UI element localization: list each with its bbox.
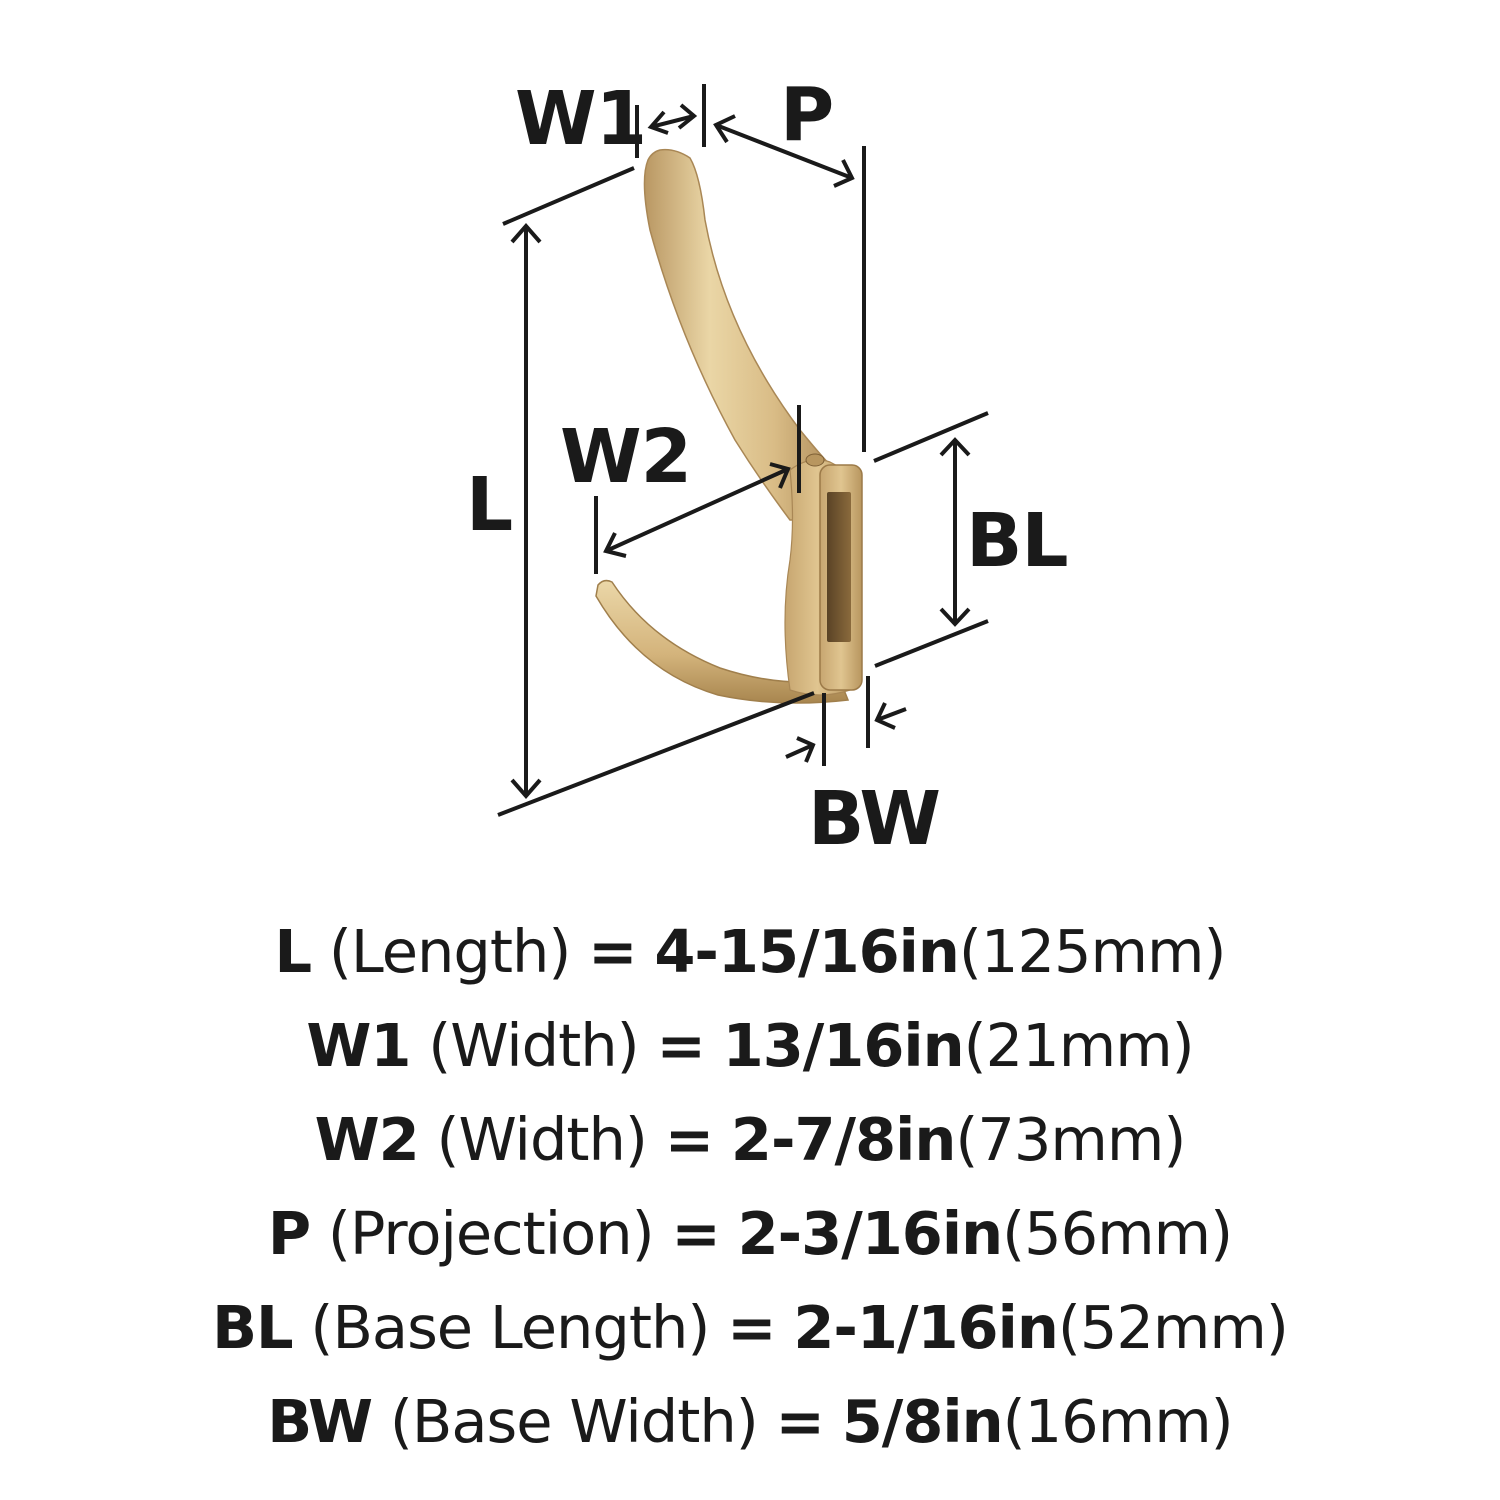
bw-arrow-left-line [785, 743, 814, 759]
spec-equals: = [588, 917, 637, 986]
spec-equals: = [664, 1105, 714, 1174]
bl-extension-top [873, 411, 989, 463]
spec-millimeters: (16mm) [1002, 1387, 1234, 1456]
l-extension-bottom [497, 691, 815, 817]
spec-equals: = [727, 1293, 776, 1362]
spec-code: P [267, 1199, 311, 1268]
l-extension-top [502, 166, 635, 226]
w1-arrowhead-right [677, 103, 698, 130]
spec-inches: 13/16in [722, 1011, 965, 1080]
spec-inches: 4-15/16in [654, 917, 960, 986]
label-bw: BW [808, 776, 941, 862]
bw-arrow-right-line [876, 707, 907, 722]
spec-millimeters: (21mm) [963, 1011, 1195, 1080]
spec-equals: = [656, 1011, 705, 1080]
spec-name: (Width) [436, 1105, 648, 1174]
spec-row-length: L (Length) = 4-15/16in(125mm) [0, 905, 1500, 999]
hook-illustration [595, 148, 863, 704]
spec-name: (Base Width) [389, 1387, 759, 1456]
bw-arrowhead-left [796, 736, 816, 763]
spec-equals: = [671, 1199, 720, 1268]
bl-extension-bottom [874, 619, 989, 668]
spec-name: (Width) [428, 1011, 639, 1080]
spec-code: BL [212, 1293, 294, 1362]
spec-name: (Projection) [327, 1199, 655, 1268]
label-l: L [466, 462, 513, 548]
dimension-lines [497, 84, 989, 817]
bw-arrowhead-right [874, 702, 896, 730]
w2-arrowhead-right [769, 462, 791, 489]
spec-inches: 2-7/8in [730, 1105, 956, 1174]
spec-millimeters: (56mm) [1002, 1199, 1233, 1268]
spec-name: (Base Length) [310, 1293, 710, 1362]
hook-base-slot [827, 492, 851, 642]
p-arrowhead-left [713, 114, 736, 144]
label-bl: BL [966, 498, 1069, 584]
l-arrowhead-top [510, 222, 542, 244]
spec-name: (Length) [328, 917, 572, 986]
bl-arrowhead-top [939, 437, 971, 457]
spec-row-width-1: W1 (Width) = 13/16in(21mm) [0, 999, 1500, 1093]
w1-arrowhead-left [647, 110, 669, 135]
spec-equals: = [775, 1387, 825, 1456]
w2-arrow-line [605, 467, 789, 553]
l-arrowhead-bottom [510, 778, 542, 800]
hook-upper-arm [643, 148, 831, 521]
w2-arrowhead-left [603, 532, 627, 558]
spec-code: L [274, 917, 312, 986]
label-p: P [780, 72, 834, 158]
spec-millimeters: (73mm) [955, 1105, 1186, 1174]
hook-dimension-diagram [497, 84, 989, 817]
spec-code: W2 [314, 1105, 420, 1174]
spec-row-width-2: W2 (Width) = 2-7/8in(73mm) [0, 1093, 1500, 1187]
p-arrow-line [715, 123, 853, 180]
spec-row-base-width: BW (Base Width) = 5/8in(16mm) [0, 1375, 1500, 1469]
dimension-spec-list: L (Length) = 4-15/16in(125mm) W1 (Width)… [0, 905, 1500, 1469]
p-arrowhead-right [833, 159, 855, 188]
spec-inches: 2-3/16in [737, 1199, 1003, 1268]
w1-arrow-line [650, 114, 695, 129]
spec-millimeters: (125mm) [958, 917, 1227, 986]
spec-inches: 5/8in [841, 1387, 1004, 1456]
spec-code: BW [267, 1387, 373, 1456]
label-w1: W1 [515, 76, 647, 162]
hook-screw-hole [805, 453, 825, 467]
spec-row-projection: P (Projection) = 2-3/16in(56mm) [0, 1187, 1500, 1281]
spec-code: W1 [306, 1011, 411, 1080]
spec-row-base-length: BL (Base Length) = 2-1/16in(52mm) [0, 1281, 1500, 1375]
bl-arrowhead-bottom [939, 607, 971, 627]
spec-inches: 2-1/16in [793, 1293, 1058, 1362]
spec-millimeters: (52mm) [1057, 1293, 1289, 1362]
label-w2: W2 [560, 414, 692, 500]
